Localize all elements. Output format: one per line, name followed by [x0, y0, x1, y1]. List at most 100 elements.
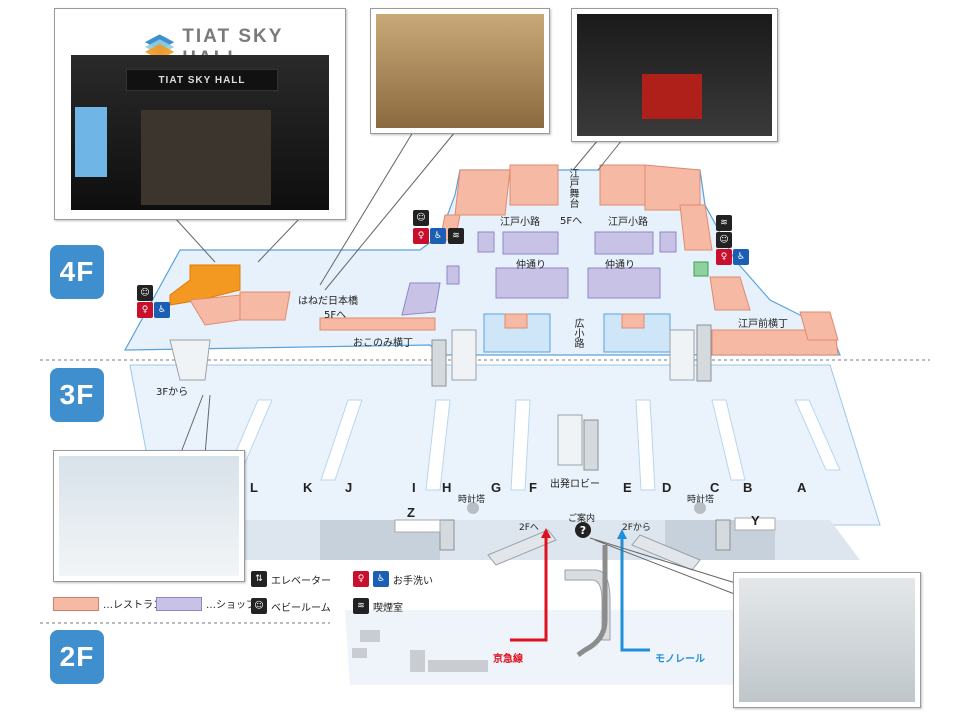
- legend-restaurant-label: …レストラン: [103, 600, 163, 611]
- gate-d: D: [662, 480, 672, 495]
- baby-room-icon: ☺: [137, 285, 153, 301]
- smoking-room-block: [693, 261, 709, 277]
- legend-elevator: ⇅ エレベーター: [251, 571, 331, 587]
- info-icon: [575, 522, 591, 538]
- legend-smoking: ≋ 喫煙室: [353, 598, 403, 614]
- restroom-icon: ♀: [716, 249, 732, 265]
- plaza-left-shop: [504, 313, 528, 329]
- gate-z: Z: [407, 505, 415, 520]
- check-in-counters: [227, 399, 841, 491]
- label-naka-dori-left: 仲通り: [516, 260, 546, 271]
- tiat-logo-icon: [145, 34, 175, 60]
- gate-e: E: [623, 480, 632, 495]
- restroom-icon: ♀: [137, 302, 153, 318]
- sky-hall-entrance-image: TIAT SKY HALL: [71, 55, 329, 210]
- restroom-icon: ♀: [413, 228, 429, 244]
- plaza-right-shop: [621, 313, 645, 329]
- label-to-2f: 2Fへ: [519, 523, 539, 533]
- label-info: ご案内: [568, 514, 596, 524]
- accessible-icon: ♿: [373, 571, 389, 587]
- photo-edo-stage: [571, 8, 778, 142]
- photo-escalator-3f: [53, 450, 245, 582]
- label-edo-koji-left: 江戸小路: [500, 217, 540, 228]
- label-edo-stage-5f: 5Fへ: [560, 216, 583, 227]
- legend-baby-room: ☺ ベビールーム: [251, 598, 331, 614]
- okonomi-block: [319, 317, 436, 331]
- label-edo-koji-right: 江戸小路: [608, 217, 648, 228]
- gate-b: B: [743, 480, 753, 495]
- label-clock-right: 時計塔: [687, 495, 715, 505]
- naka-dori-shops: [446, 231, 677, 299]
- restaurant-swatch: [53, 596, 99, 611]
- legend-shop-label: …ショップ: [206, 600, 256, 611]
- floor-badge-2f: 2F: [50, 630, 104, 684]
- 2f-floor: [345, 610, 740, 685]
- elevators: [431, 324, 731, 551]
- legend-restaurant: …レストラン: [53, 596, 163, 611]
- gate-h: H: [442, 480, 452, 495]
- label-okonomi-yokocho: おこのみ横丁: [353, 338, 413, 349]
- label-naka-dori-right: 仲通り: [605, 260, 635, 271]
- accessible-icon: ♿: [733, 249, 749, 265]
- gate-c: C: [710, 480, 720, 495]
- photo-callouts: [174, 131, 751, 601]
- label-edomae-yokocho: 江戸前横丁: [738, 319, 788, 330]
- escalator-image: [59, 456, 239, 576]
- sky-hall-sign: TIAT SKY HALL: [126, 69, 278, 91]
- floor-badge-4f: 4F: [50, 245, 104, 299]
- label-clock-left: 時計塔: [458, 495, 486, 505]
- legend-smoking-label: 喫煙室: [373, 602, 403, 614]
- label-haneda-bridge: はねだ日本橋: [298, 296, 358, 307]
- photo-sky-hall: TIAT SKY HALL TIAT SKY HALL: [54, 8, 346, 220]
- label-from-3f: 3Fから: [156, 387, 189, 398]
- svg-text:?: ?: [580, 524, 586, 537]
- label-haneda-bridge-5f: 5Fへ: [324, 310, 347, 321]
- label-hiro-koji: 広小路: [572, 318, 583, 348]
- legend-elevator-label: エレベーター: [271, 575, 331, 587]
- baby-room-icon: ☺: [413, 210, 429, 226]
- counter-y: [734, 517, 776, 531]
- shop-swatch: [156, 596, 202, 611]
- digital-signage: [75, 107, 107, 177]
- 2f-structures: [352, 630, 488, 672]
- smoking-icon: ≋: [448, 228, 464, 244]
- shop-left: [401, 282, 441, 316]
- sky-hall-block: [169, 264, 241, 306]
- legend-baby-room-label: ベビールーム: [271, 602, 331, 614]
- monorail-route: [620, 536, 650, 652]
- label-monorail: モノレール: [655, 654, 705, 665]
- gate-j: J: [345, 480, 353, 495]
- legend-shop: …ショップ: [156, 596, 256, 611]
- photo-info-2f: [733, 572, 921, 708]
- gate-l: L: [250, 480, 258, 495]
- baby-room-icon: ☺: [251, 598, 267, 614]
- bridge-image: [376, 14, 544, 128]
- restaurant-left-2: [239, 291, 291, 321]
- counter-z: [394, 519, 441, 533]
- accessible-icon: ♿: [430, 228, 446, 244]
- baby-room-icon: ☺: [716, 232, 732, 248]
- floor-badge-3f: 3F: [50, 368, 104, 422]
- gate-i: I: [412, 480, 416, 495]
- elevator-icon: ⇅: [251, 571, 267, 587]
- clock-tower-left: [467, 502, 479, 514]
- label-edo-stage: 江戸舞台: [567, 168, 578, 208]
- clock-tower-right: [694, 502, 706, 514]
- edomae-restaurants: [709, 276, 839, 356]
- restroom-icon: ♀: [353, 571, 369, 587]
- gate-g: G: [491, 480, 502, 495]
- accessible-icon: ♿: [154, 302, 170, 318]
- label-keikyu: 京急線: [493, 654, 523, 665]
- gate-f: F: [529, 480, 537, 495]
- keikyu-route: [510, 535, 548, 642]
- info-desk-image: [739, 578, 915, 702]
- escalators-4f: [169, 329, 695, 466]
- gate-a: A: [797, 480, 807, 495]
- gate-k: K: [303, 480, 313, 495]
- legend-restroom-label: お手洗い: [393, 575, 433, 587]
- gate-y: Y: [751, 513, 760, 528]
- label-departure-lobby: 出発ロビー: [550, 479, 600, 490]
- smoking-icon: ≋: [716, 215, 732, 231]
